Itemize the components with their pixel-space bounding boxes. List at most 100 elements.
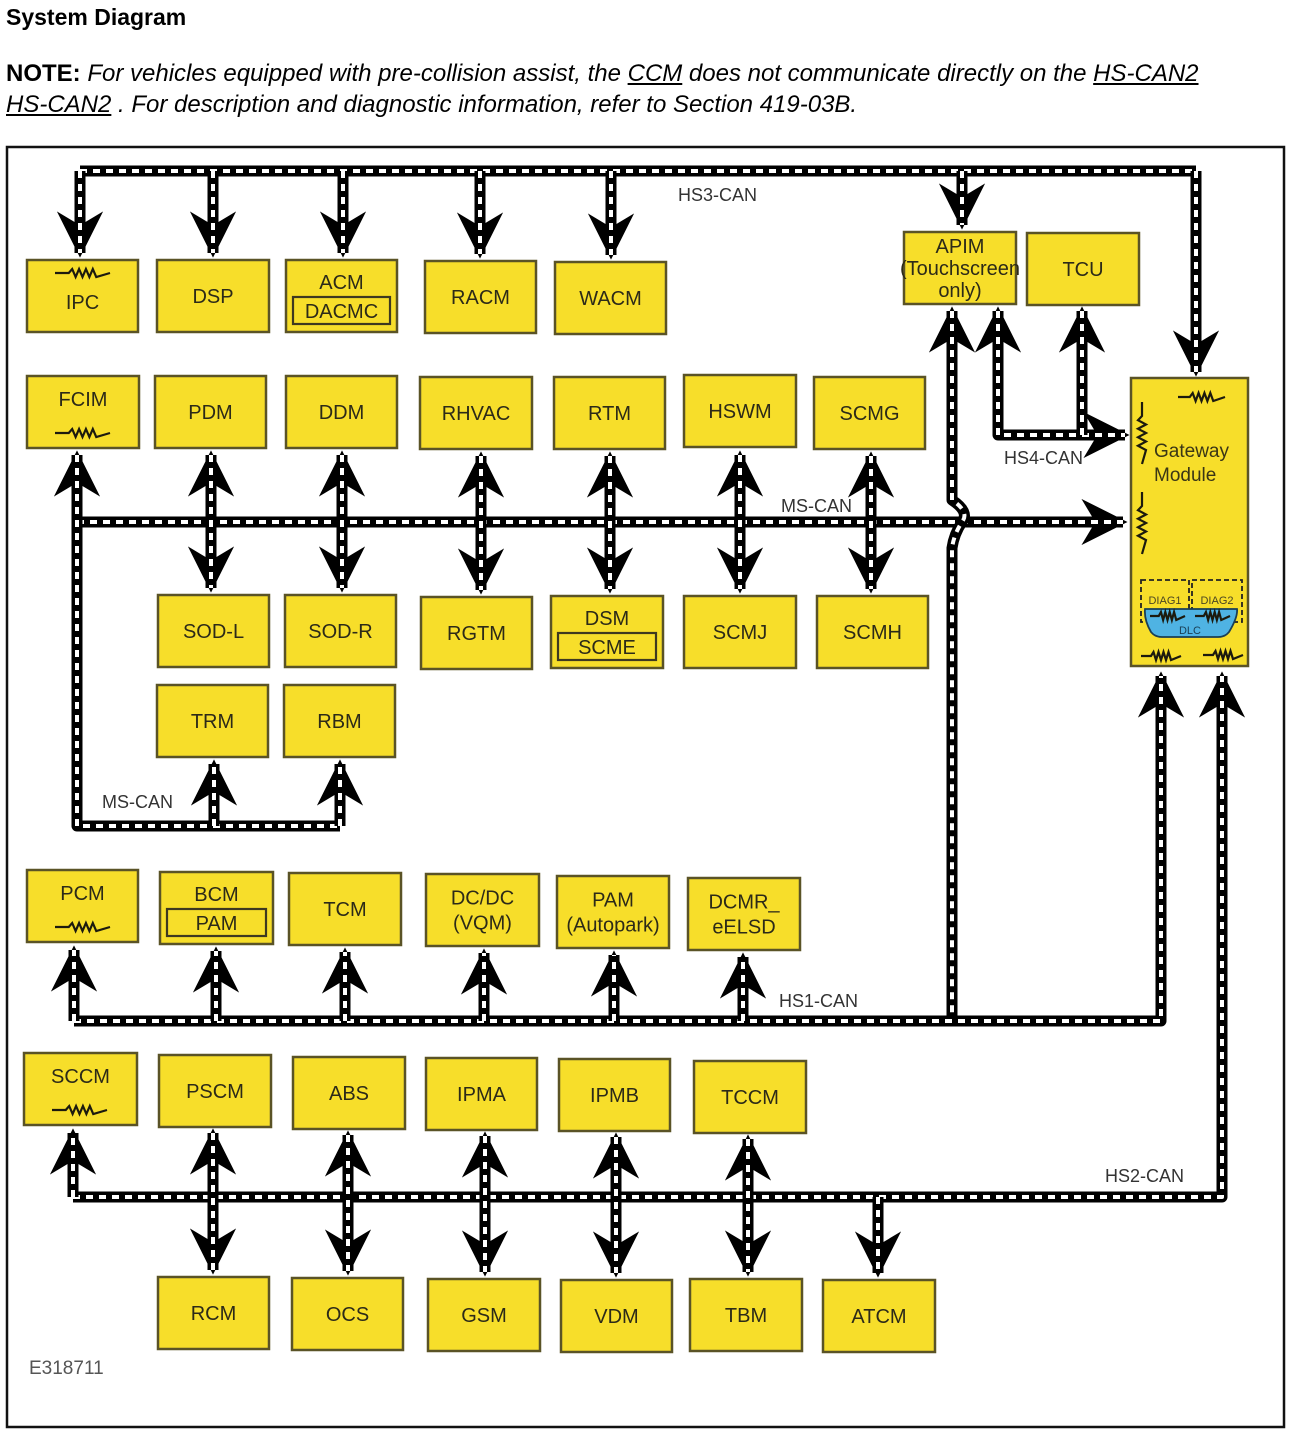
hs3-bus-label: HS3-CAN <box>678 185 757 205</box>
module-ipma[interactable]: IPMA <box>424 1056 539 1132</box>
module-vdm[interactable]: VDM <box>559 1278 674 1354</box>
module-label: HSWM <box>708 401 771 423</box>
figure-id: E318711 <box>29 1358 104 1379</box>
module-box <box>902 230 1018 306</box>
module-scmg[interactable]: SCMG <box>812 375 927 451</box>
hs1-can-bus <box>74 671 1185 1027</box>
module-box <box>424 872 541 948</box>
apim-hs1-link <box>928 306 976 1021</box>
hs1-bus-label: HS1-CAN <box>779 991 858 1011</box>
module-box <box>812 375 927 451</box>
module-scmj[interactable]: SCMJ <box>682 594 798 670</box>
module-ddm[interactable]: DDM <box>284 374 399 450</box>
terminating-resistor-icon <box>55 426 111 440</box>
module-box <box>290 1276 405 1352</box>
module-gsm[interactable]: GSM <box>426 1277 542 1353</box>
module-pam[interactable]: PAM(Autopark) <box>555 874 671 950</box>
module-sod-l[interactable]: SOD-L <box>156 593 271 669</box>
module-box <box>291 1055 407 1131</box>
module-hswm[interactable]: HSWM <box>682 373 798 449</box>
module-rgtm[interactable]: RGTM <box>419 595 534 671</box>
module-label: GSM <box>461 1305 507 1327</box>
module-rtm[interactable]: RTM <box>552 375 667 451</box>
module-box <box>821 1278 937 1354</box>
module-label: BCM <box>194 884 238 906</box>
module-pcm[interactable]: PCM <box>25 868 140 944</box>
terminating-resistor-icon <box>1203 647 1244 663</box>
link-hs-can2[interactable]: HS-CAN2 <box>6 91 112 118</box>
bus-labels: HS3-CANHS4-CANMS-CANMS-CANHS1-CANHS2-CAN… <box>29 185 1184 1379</box>
module-label: RGTM <box>447 623 506 645</box>
module-box <box>424 1056 539 1132</box>
module-rcm[interactable]: RCM <box>156 1275 271 1351</box>
note-text: does not communicate directly on the <box>682 60 1094 87</box>
module-ocs[interactable]: OCS <box>290 1276 405 1352</box>
module-racm[interactable]: RACM <box>423 259 538 335</box>
module-label: ACM <box>319 272 363 294</box>
dlc-connector-icon[interactable]: DLC <box>1143 607 1238 638</box>
ms-lower-bus-label: MS-CAN <box>102 792 173 812</box>
link-ccm[interactable]: CCM <box>627 60 683 87</box>
submodule-label: SCME <box>578 637 636 659</box>
diagram-frame <box>5 145 1286 1429</box>
note-text: . For description and diagnostic informa… <box>111 91 858 118</box>
module-pdm[interactable]: PDM <box>153 374 268 450</box>
gateway-label: Module <box>1154 465 1216 486</box>
module-label: PCM <box>60 883 104 905</box>
hs4-bus-label: HS4-CAN <box>1004 448 1083 468</box>
module-scmh[interactable]: SCMH <box>815 594 930 670</box>
dlc-label: DLC <box>1179 625 1201 637</box>
module-rhvac[interactable]: RHVAC <box>418 375 534 451</box>
module-dsp[interactable]: DSP <box>155 258 271 334</box>
module-label: SCMH <box>843 622 902 644</box>
module-trm[interactable]: TRM <box>155 683 270 759</box>
module-box <box>1025 231 1141 307</box>
module-box <box>287 871 403 947</box>
module-label: (VQM) <box>453 913 512 935</box>
module-tbm[interactable]: TBM <box>688 1277 804 1353</box>
module-label: RTM <box>588 403 631 425</box>
module-dcdc[interactable]: DC/DC(VQM) <box>424 872 541 948</box>
module-box <box>418 375 534 451</box>
terminating-resistor-icon <box>1178 389 1226 405</box>
module-ipc[interactable]: IPC <box>25 258 140 334</box>
submodule-box <box>165 907 268 938</box>
module-box <box>155 258 271 334</box>
link-hs-can2[interactable]: HS-CAN2 <box>1093 60 1199 87</box>
module-label: eELSD <box>712 917 775 939</box>
module-box <box>282 683 397 759</box>
terminating-resistor-icon <box>1135 492 1149 555</box>
module-abs[interactable]: ABS <box>291 1055 407 1131</box>
module-ipmb[interactable]: IPMB <box>557 1057 672 1133</box>
module-sccm[interactable]: SCCM <box>22 1051 139 1127</box>
module-box <box>557 1057 672 1133</box>
module-tccm[interactable]: TCCM <box>692 1059 808 1135</box>
module-tcm[interactable]: TCM <box>287 871 403 947</box>
module-wacm[interactable]: WACM <box>553 260 668 336</box>
module-box <box>688 1277 804 1353</box>
module-label: WACM <box>579 288 642 310</box>
submodule-box <box>291 295 392 326</box>
module-box <box>552 375 667 451</box>
hs2-can-bus <box>73 671 1246 1203</box>
module-label: PAM <box>592 890 634 912</box>
module-fcim[interactable]: FCIM <box>25 374 141 450</box>
diag2-label: DIAG2 <box>1200 595 1233 607</box>
module-dcmr[interactable]: DCMR_ eELSD <box>686 876 802 952</box>
module-rbm[interactable]: RBM <box>282 683 397 759</box>
terminating-resistor-icon <box>55 266 111 280</box>
module-label: IPMB <box>590 1085 639 1107</box>
module-label: ABS <box>329 1083 369 1105</box>
module-label: DCMR_ <box>708 892 780 914</box>
module-sod-r[interactable]: SOD-R <box>283 593 398 669</box>
ms-can-bus <box>53 450 340 832</box>
module-atcm[interactable]: ATCM <box>821 1278 937 1354</box>
note-label: NOTE: <box>6 60 81 87</box>
module-pscm[interactable]: PSCM <box>157 1053 273 1129</box>
module-tcu[interactable]: TCU <box>1025 231 1141 307</box>
